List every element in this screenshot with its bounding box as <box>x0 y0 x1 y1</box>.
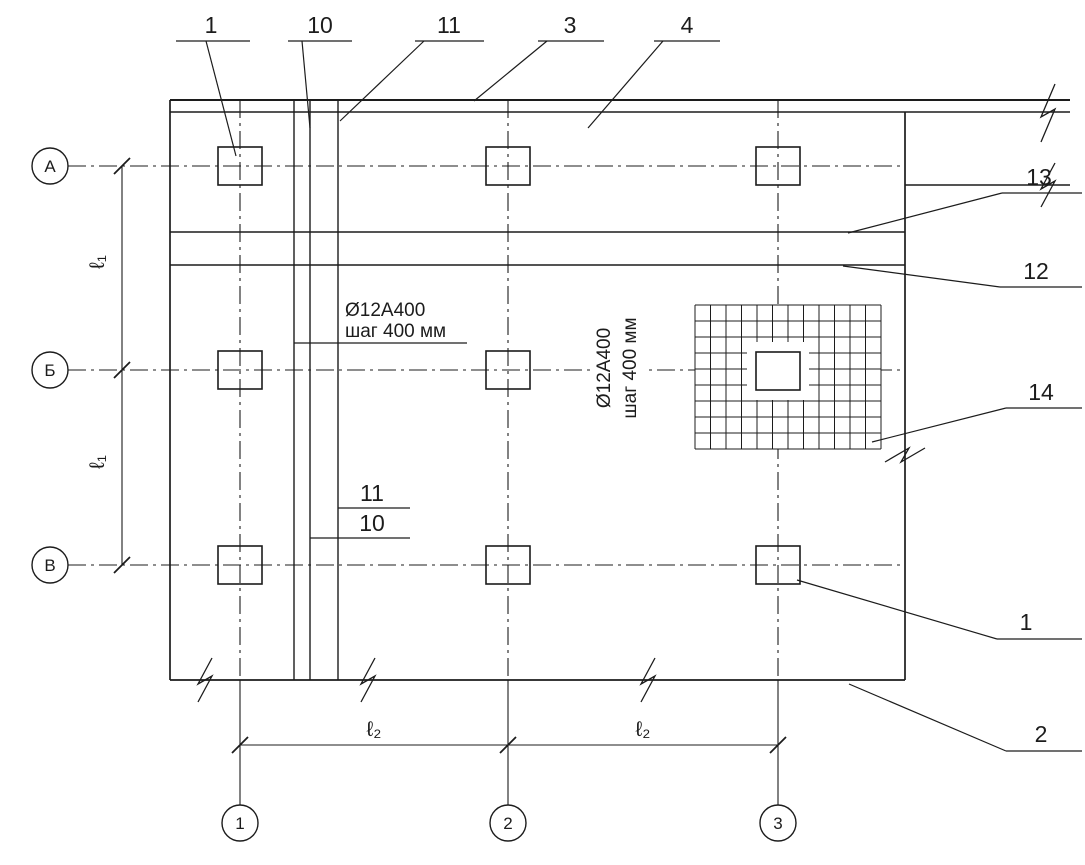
column-b1 <box>217 350 263 390</box>
dim-tick <box>769 736 787 754</box>
rebar-note-v-line2: шаг 400 мм <box>620 317 641 418</box>
callout-11-top-leader <box>339 40 425 122</box>
column-v1 <box>217 545 263 585</box>
column-v2 <box>485 545 531 585</box>
break-right-edge <box>884 446 926 464</box>
break-beam-edge <box>1039 162 1057 208</box>
callouts-top: 1 10 11 3 4 <box>176 12 720 157</box>
column-v3 <box>755 545 801 585</box>
dim-label-l1-lower: ℓ₁ <box>86 455 109 469</box>
break-top-edge <box>1039 83 1057 143</box>
axis-label-row-a: А <box>44 157 56 176</box>
dim-label-l1-upper: ℓ₁ <box>86 255 109 269</box>
dim-tick <box>113 361 131 379</box>
columns <box>217 146 801 585</box>
break-symbols <box>196 83 1057 703</box>
callout-2-label: 2 <box>1035 721 1048 747</box>
dimension-bottom: ℓ₂ ℓ₂ <box>231 718 787 754</box>
callout-1-right-leader <box>796 579 998 640</box>
axis-label-row-b: Б <box>44 361 55 380</box>
callouts-right: 13 12 14 1 2 <box>796 164 1082 752</box>
axis-bubble-col-2 <box>489 804 527 842</box>
axis-label-col-1: 1 <box>235 814 244 833</box>
rebar-note-horizontal: Ø12А400 шаг 400 мм <box>294 300 467 344</box>
axis-bubbles: А Б В 1 2 3 <box>31 147 797 842</box>
callout-14-label: 14 <box>1028 379 1054 405</box>
dim-label-l2-left: ℓ₂ <box>367 718 382 741</box>
axis-label-row-v: В <box>44 556 55 575</box>
column-a3 <box>755 146 801 186</box>
mesh-grid-lines <box>694 304 882 450</box>
callout-12-label: 12 <box>1023 258 1049 284</box>
callout-1-right-label: 1 <box>1020 609 1033 635</box>
axis-bubble-row-v <box>31 546 69 584</box>
callout-10-top-leader <box>301 40 311 129</box>
column-a1 <box>217 146 263 186</box>
dim-label-l2-right: ℓ₂ <box>636 718 651 741</box>
dim-tick <box>499 736 517 754</box>
axis-label-col-3: 3 <box>773 814 782 833</box>
rebar-note-v-background <box>592 280 648 456</box>
break-bottom-1 <box>196 657 214 703</box>
rebar-note-vertical: Ø12А400 шаг 400 мм <box>592 280 648 456</box>
dim-tick <box>113 157 131 175</box>
callouts-middle: 11 10 <box>310 480 410 539</box>
break-bottom-2 <box>359 657 377 703</box>
callout-14-leader <box>871 407 1007 443</box>
axis-bubble-col-1 <box>221 804 259 842</box>
callout-4-leader <box>587 40 664 129</box>
callout-12-leader <box>842 265 1001 288</box>
dim-tick <box>113 556 131 574</box>
callout-1-top-label: 1 <box>205 12 218 38</box>
callout-10-top-label: 10 <box>307 12 333 38</box>
column-b2 <box>485 350 531 390</box>
rebar-note-v-line1: Ø12А400 <box>594 328 615 408</box>
rebar-note-h-line2: шаг 400 мм <box>345 321 446 342</box>
callout-11-top-label: 11 <box>437 12 461 38</box>
column-b3 <box>755 351 801 391</box>
axis-bubble-row-a <box>31 147 69 185</box>
axis-lines <box>68 100 905 805</box>
slab-outline <box>169 98 1070 681</box>
dimension-left: ℓ₁ ℓ₁ <box>86 157 131 574</box>
rebar-note-h-line1: Ø12А400 <box>345 300 425 321</box>
callout-13-leader <box>847 192 1003 234</box>
callout-10-mid-label: 10 <box>359 510 385 536</box>
rebar-bands <box>170 100 905 680</box>
callout-13-label: 13 <box>1026 164 1052 190</box>
axis-bubble-row-b <box>31 351 69 389</box>
callout-2-leader <box>848 683 1007 752</box>
column-a2 <box>485 146 531 186</box>
dim-tick <box>231 736 249 754</box>
callout-11-mid-label: 11 <box>360 480 384 506</box>
callout-1-top-leader <box>205 40 237 157</box>
axis-bubble-col-3 <box>759 804 797 842</box>
break-bottom-3 <box>639 657 657 703</box>
callout-4-label: 4 <box>681 12 694 38</box>
axis-label-col-2: 2 <box>503 814 512 833</box>
callout-3-leader <box>473 40 548 102</box>
callout-3-label: 3 <box>564 12 577 38</box>
